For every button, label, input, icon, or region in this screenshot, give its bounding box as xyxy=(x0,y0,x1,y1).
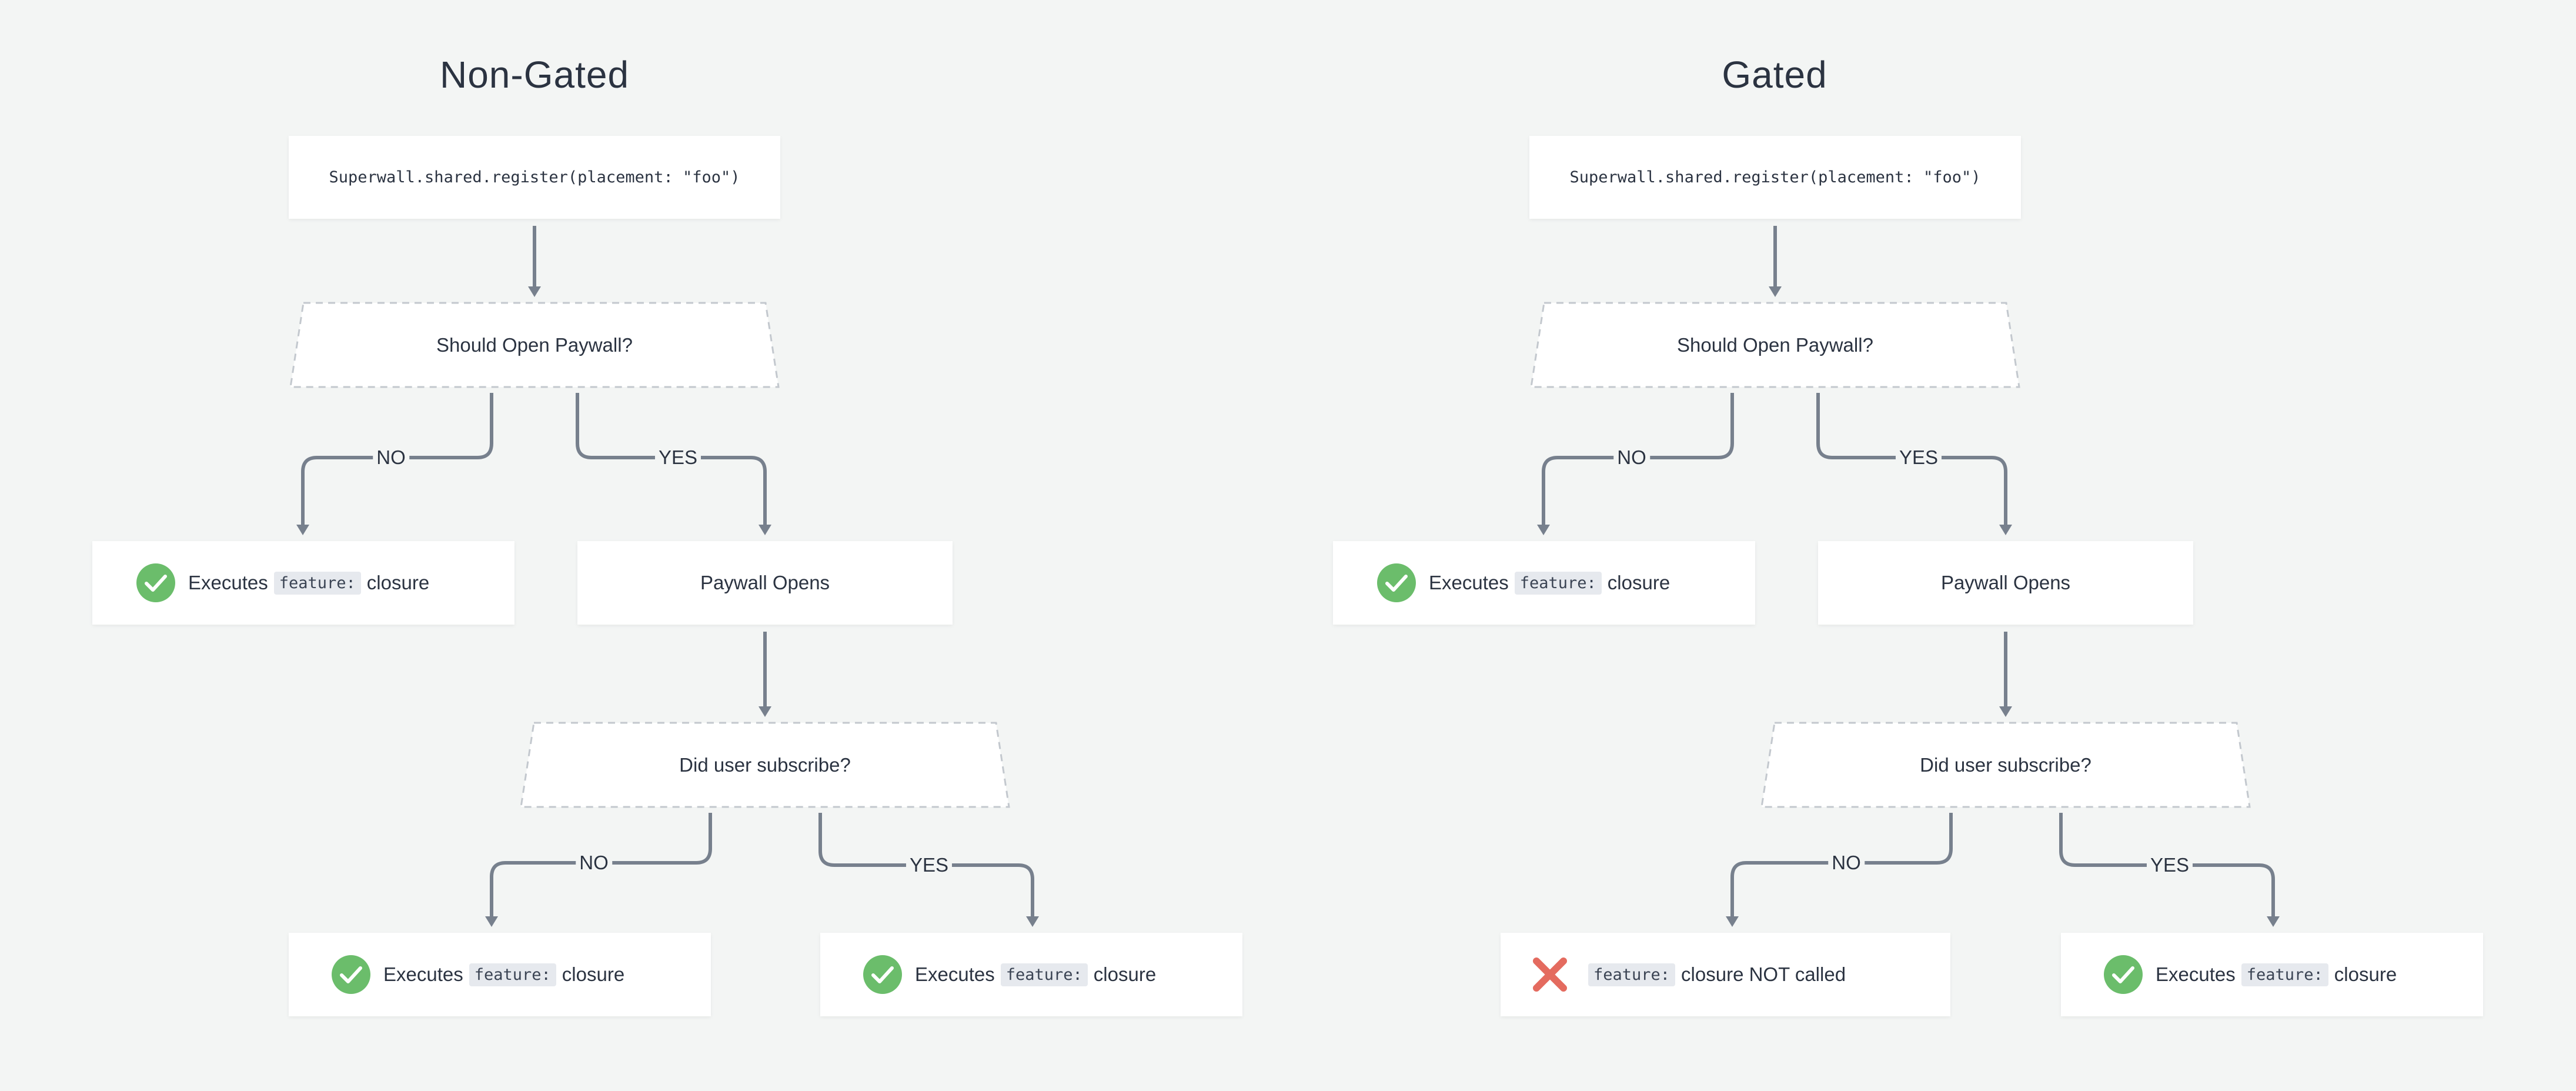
result-suffix: closure xyxy=(1607,572,1670,593)
non-gated-sub-no-label: NO xyxy=(576,852,612,874)
non-gated-subscribe-decision-shape xyxy=(520,722,1010,808)
gated-yes-label: YES xyxy=(1895,446,1942,469)
feature-keyword: feature: xyxy=(1000,963,1088,986)
gated-title: Gated xyxy=(1722,54,1827,96)
non-gated-sub-yes-branch-arrowhead xyxy=(1026,916,1039,927)
non-gated-sub-yes-label: YES xyxy=(906,854,953,876)
result-suffix: closure xyxy=(1093,963,1157,985)
non-gated-no-branch-arrowhead xyxy=(296,525,309,535)
non-gated-register-box: Superwall.shared.register(placement: "fo… xyxy=(289,136,780,219)
non-gated-paywall-decision: Should Open Paywall? xyxy=(289,303,780,387)
non-gated-title: Non-Gated xyxy=(439,54,630,96)
check-icon xyxy=(136,563,175,602)
result-suffix: closure xyxy=(562,963,625,985)
non-gated-paywall-opens-box: Paywall Opens xyxy=(577,541,953,625)
paywall-opens-text: Paywall Opens xyxy=(1940,572,2071,593)
non-gated-paywall-decision-shape xyxy=(289,302,780,388)
non-gated-paywall-decision-text: Should Open Paywall? xyxy=(436,333,633,356)
non-gated-no-label: NO xyxy=(373,446,409,469)
result-prefix: Executes xyxy=(383,963,463,985)
feature-keyword: feature: xyxy=(2241,963,2328,986)
check-icon xyxy=(332,955,370,994)
gated-register-code: Superwall.shared.register(placement: "fo… xyxy=(1569,168,1981,186)
gated-paywall-decision-shape xyxy=(1530,302,2020,388)
gated-yes-branch-arrowhead xyxy=(1999,525,2012,535)
non-gated-subscribe-decision-text: Did user subscribe? xyxy=(679,753,851,776)
gated-sub-yes-result-box: Executes feature: closure xyxy=(2061,933,2483,1016)
cross-icon xyxy=(1531,955,1569,994)
gated-subscribe-decision-shape xyxy=(1760,722,2251,808)
non-gated-sub-no-result-box: Executes feature: closure xyxy=(289,933,711,1016)
gated-sub-no-branch-arrowhead xyxy=(1726,916,1739,927)
gated-sub-yes-label: YES xyxy=(2146,854,2193,876)
check-icon xyxy=(863,955,902,994)
gated-paywall-decision-text: Should Open Paywall? xyxy=(1677,333,1873,356)
gated-subscribe-decision: Did user subscribe? xyxy=(1762,723,2250,807)
gated-subscribe-decision-text: Did user subscribe? xyxy=(1920,753,2091,776)
result-suffix: closure xyxy=(366,572,430,593)
non-gated-sub-no-branch-arrowhead xyxy=(485,916,498,927)
result-suffix: closure NOT called xyxy=(1681,963,1846,985)
gated-register-arrow-arrowhead xyxy=(1769,286,1782,297)
result-prefix: Executes xyxy=(915,963,995,985)
gated-sub-no-result-box: feature: closure NOT called xyxy=(1501,933,1950,1016)
non-gated-sub-yes-result-box: Executes feature: closure xyxy=(820,933,1242,1016)
non-gated-register-arrow-arrowhead xyxy=(528,286,541,297)
check-icon xyxy=(1377,563,1416,602)
paywall-opens-text: Paywall Opens xyxy=(700,572,830,593)
gated-no-result-box: Executes feature: closure xyxy=(1333,541,1755,625)
feature-keyword: feature: xyxy=(1588,963,1676,986)
result-prefix: Executes xyxy=(188,572,268,593)
non-gated-paywall-arrow-arrowhead xyxy=(759,706,771,717)
result-prefix: Executes xyxy=(1429,572,1509,593)
result-prefix: Executes xyxy=(2156,963,2236,985)
feature-keyword: feature: xyxy=(469,963,556,986)
gated-sub-no-label: NO xyxy=(1828,852,1865,874)
non-gated-yes-branch-arrowhead xyxy=(759,525,771,535)
non-gated-register-code: Superwall.shared.register(placement: "fo… xyxy=(329,168,740,186)
non-gated-yes-label: YES xyxy=(654,446,701,469)
gated-no-branch-arrowhead xyxy=(1537,525,1550,535)
non-gated-no-result-box: Executes feature: closure xyxy=(92,541,514,625)
feature-keyword: feature: xyxy=(1514,571,1602,595)
feature-keyword: feature: xyxy=(273,571,361,595)
gated-paywall-decision: Should Open Paywall? xyxy=(1529,303,2021,387)
gated-paywall-arrow-arrowhead xyxy=(1999,706,2012,717)
check-icon xyxy=(2104,955,2143,994)
gated-sub-yes-branch-arrowhead xyxy=(2267,916,2280,927)
result-suffix: closure xyxy=(2334,963,2397,985)
gated-no-label: NO xyxy=(1613,446,1650,469)
non-gated-subscribe-decision: Did user subscribe? xyxy=(521,723,1009,807)
gated-register-box: Superwall.shared.register(placement: "fo… xyxy=(1529,136,2021,219)
gated-paywall-opens-box: Paywall Opens xyxy=(1818,541,2193,625)
